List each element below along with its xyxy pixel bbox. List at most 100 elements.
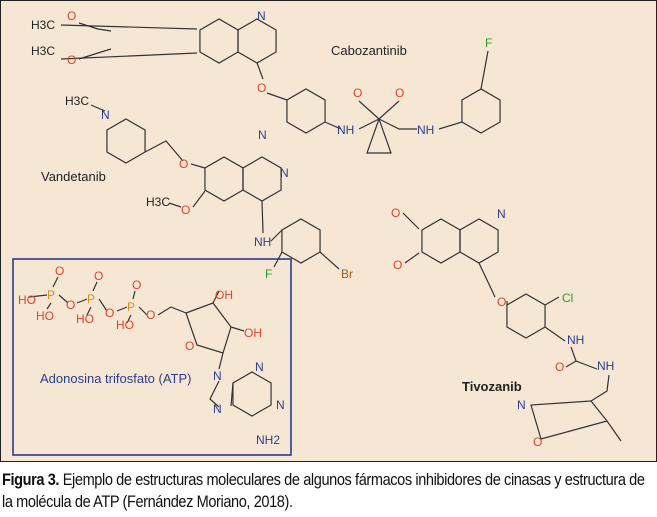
- atom: H3C: [146, 195, 170, 209]
- bond: [358, 118, 417, 130]
- atp-box: [12, 258, 292, 456]
- atom: HO: [116, 318, 134, 332]
- bond: [78, 22, 112, 32]
- bond: [212, 290, 220, 304]
- bond: [378, 100, 400, 120]
- ring-bond: [237, 18, 277, 64]
- atom: O: [181, 203, 190, 217]
- atom: O: [66, 298, 75, 312]
- atom: HO: [18, 293, 36, 307]
- bond: [76, 298, 88, 304]
- atom: N: [101, 108, 110, 122]
- bond: [60, 52, 198, 60]
- bond: [358, 100, 380, 120]
- atom: NH: [337, 123, 354, 137]
- atom: O: [67, 9, 76, 23]
- bond: [46, 302, 52, 310]
- bond: [256, 62, 264, 80]
- bond: [438, 121, 463, 130]
- bond: [138, 306, 148, 316]
- atom: NH: [254, 235, 271, 249]
- molecule-atp: O O O P P P HO O O O HO HO HO OH OH O N …: [18, 264, 285, 447]
- bond: [404, 252, 420, 264]
- bond: [157, 306, 187, 316]
- bond: [261, 200, 264, 234]
- atom: O: [353, 86, 362, 100]
- bond: [86, 306, 92, 316]
- atom: O: [132, 278, 141, 292]
- bond: [116, 306, 128, 312]
- atom: O: [391, 206, 400, 220]
- bond: [28, 294, 48, 298]
- molecule-name: Cabozantinib: [331, 43, 407, 58]
- atom: H3C: [31, 44, 55, 58]
- bond: [126, 314, 132, 324]
- atom: O: [105, 306, 114, 320]
- molecule-name: Adonosina trifosfato (ATP): [40, 371, 192, 386]
- bond: [230, 326, 245, 332]
- atom: P: [127, 300, 135, 314]
- bond: [544, 326, 566, 342]
- ring-bond: [286, 88, 326, 134]
- bond: [366, 118, 392, 154]
- atom: HO: [76, 312, 94, 326]
- bond: [60, 24, 198, 30]
- figure-caption: Figura 3. Ejemplo de estructuras molecul…: [2, 469, 657, 513]
- molecule-name: Tivozanib: [462, 379, 522, 394]
- bond: [319, 251, 340, 270]
- chemical-structures: H3C O H3C O N O NH O O NH F Cabozantinib…: [12, 9, 622, 456]
- atom: NH: [417, 123, 434, 137]
- atom: N: [255, 360, 264, 374]
- bonds: [28, 18, 622, 442]
- bond: [78, 48, 112, 60]
- bond: [98, 298, 108, 312]
- atom: P: [87, 292, 95, 306]
- ring-bond: [106, 118, 146, 164]
- bond: [478, 262, 496, 298]
- atom: F: [265, 267, 272, 281]
- ring-bond: [461, 88, 501, 134]
- bond: [590, 374, 622, 442]
- atom: O: [55, 264, 64, 278]
- bond: [324, 121, 342, 130]
- molecule-name: Vandetanib: [41, 169, 106, 184]
- atom: O: [497, 295, 506, 309]
- atom: H3C: [65, 94, 89, 108]
- bond: [168, 202, 182, 208]
- atom: H3C: [31, 18, 55, 32]
- ring-bond: [242, 156, 282, 202]
- bond: [132, 290, 136, 300]
- atom: N: [213, 402, 222, 416]
- bond: [192, 190, 206, 208]
- bond: [58, 294, 69, 304]
- atom: N: [280, 166, 289, 180]
- atom: OH: [244, 326, 262, 340]
- atom: O: [146, 308, 155, 322]
- bond: [190, 163, 206, 169]
- atom: NH: [597, 359, 614, 373]
- atom: HO: [36, 309, 54, 323]
- bond: [185, 302, 232, 354]
- bond: [230, 382, 234, 407]
- ring-bond: [281, 218, 321, 264]
- atom: N: [276, 398, 285, 412]
- molecule-vandetanib: H3C N O N N H3C O NH F Br Vandetanib: [41, 94, 353, 281]
- atom: O: [393, 258, 402, 272]
- atom: N: [497, 207, 506, 221]
- ring-bond: [421, 218, 461, 264]
- figure-panel: H3C O H3C O N O NH O O NH F Cabozantinib…: [0, 0, 657, 462]
- caption-label: Figura 3.: [2, 471, 60, 489]
- bond: [266, 92, 288, 101]
- atom: N: [258, 128, 267, 142]
- bond: [209, 380, 220, 408]
- caption-text: Ejemplo de estructuras moleculares de al…: [2, 471, 645, 511]
- bond: [480, 50, 489, 90]
- bond: [565, 360, 577, 368]
- atom: Br: [341, 267, 353, 281]
- atom: O: [185, 339, 194, 353]
- atom: N: [517, 398, 526, 412]
- bond: [90, 104, 106, 112]
- bond: [402, 212, 420, 230]
- bond: [144, 140, 184, 162]
- atom: O: [257, 81, 266, 95]
